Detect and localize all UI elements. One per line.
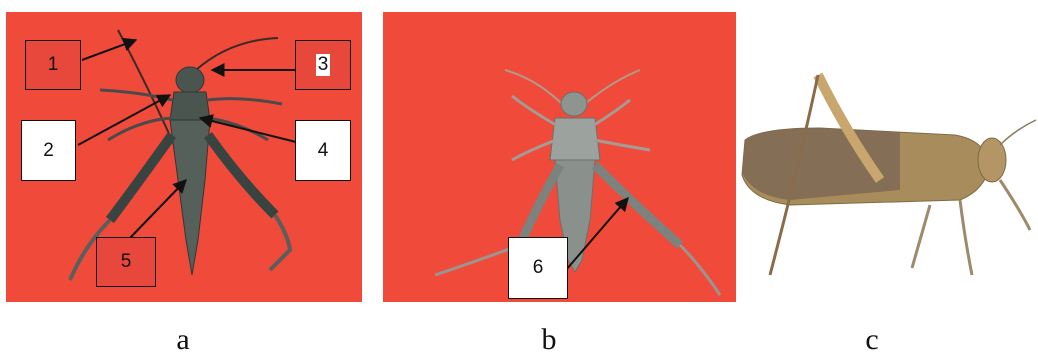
label-3: 3 [295,40,351,90]
caption-a: a [163,322,203,358]
label-6: 6 [508,237,568,299]
label-5: 5 [96,237,156,287]
label-2-text: 2 [43,140,54,162]
label-2: 2 [21,120,76,181]
insect-c [742,75,1036,275]
label-4-text: 4 [318,140,329,162]
label-6-text: 6 [533,257,544,279]
label-1-text: 1 [48,54,59,76]
label-3-text: 3 [316,54,331,76]
caption-b: b [529,322,569,358]
caption-c: c [852,322,892,358]
label-4: 4 [295,120,351,181]
insect-b [435,70,720,295]
label-1: 1 [25,40,81,90]
label-5-text: 5 [121,251,132,273]
